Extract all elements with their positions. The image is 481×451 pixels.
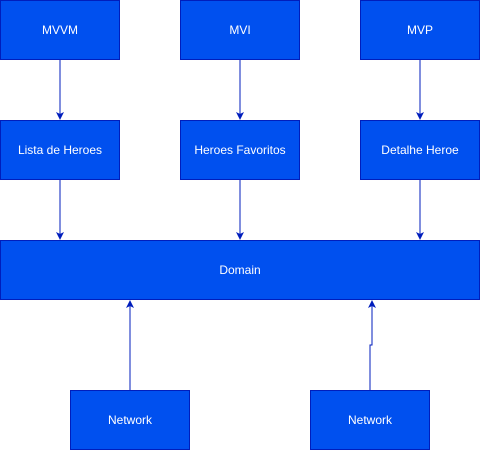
node-domain[interactable]: Domain xyxy=(0,240,480,300)
node-heroes-favoritos[interactable]: Heroes Favoritos xyxy=(180,120,300,180)
node-network-right[interactable]: Network xyxy=(310,390,430,450)
node-lista-de-heroes[interactable]: Lista de Heroes xyxy=(0,120,120,180)
edge-network-right-to-domain xyxy=(368,300,376,390)
node-network-left[interactable]: Network xyxy=(70,390,190,450)
node-mvi[interactable]: MVI xyxy=(180,0,300,60)
node-mvvm[interactable]: MVVM xyxy=(0,0,120,60)
node-detalhe-heroe[interactable]: Detalhe Heroe xyxy=(360,120,480,180)
node-mvp[interactable]: MVP xyxy=(360,0,480,60)
